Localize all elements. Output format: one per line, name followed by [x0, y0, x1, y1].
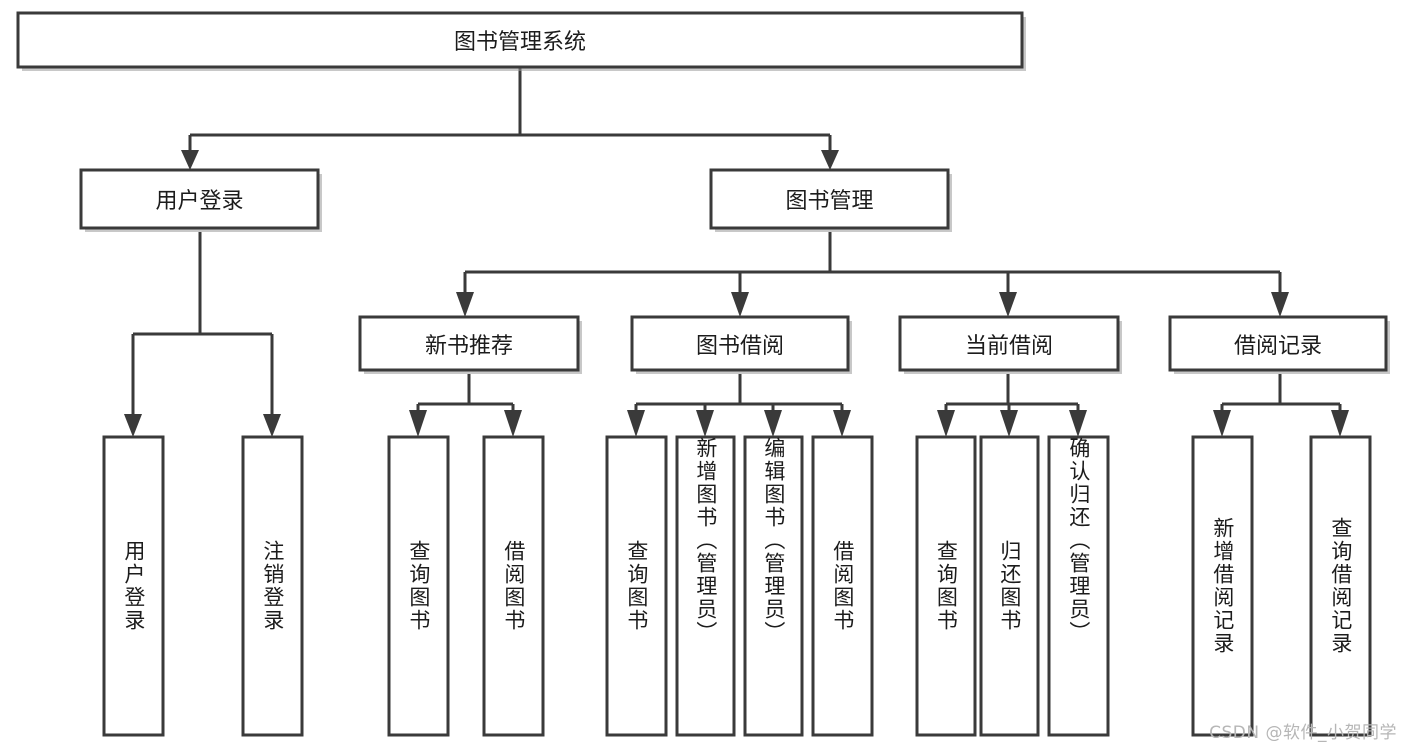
node-box-leaf-add-record[interactable] [1191, 435, 1254, 737]
node-box-leaf-confirm-return[interactable] [1047, 435, 1110, 737]
node-box-book-borrow[interactable] [630, 315, 850, 372]
node-box-new-book-recommend[interactable] [358, 315, 580, 372]
node-box-leaf-user-login[interactable] [102, 435, 165, 737]
arrow-to-borrow-record [1271, 292, 1289, 317]
arrow-to-leaf-query-book-2 [627, 410, 645, 437]
arrow-to-leaf-add-record [1213, 410, 1231, 437]
node-box-leaf-query-record[interactable] [1309, 435, 1372, 737]
node-box-leaf-query-book-3[interactable] [915, 435, 977, 737]
node-box-book-manage[interactable] [709, 168, 950, 230]
node-box-leaf-query-book-1[interactable] [387, 435, 450, 737]
arrow-to-leaf-user-login [124, 414, 142, 437]
arrow-to-leaf-query-book-3 [937, 410, 955, 437]
arrow-to-leaf-query-record [1331, 410, 1349, 437]
arrow-to-leaf-confirm-return [1069, 410, 1087, 437]
arrow-to-leaf-query-book-1 [409, 410, 427, 437]
node-box-leaf-user-logout[interactable] [241, 435, 304, 737]
node-box-leaf-edit-book[interactable] [743, 435, 804, 737]
arrow-to-leaf-edit-book [764, 410, 782, 437]
arrow-to-new-book-recommend [456, 292, 474, 317]
node-box-user-login[interactable] [79, 168, 320, 230]
arrow-to-user-login [181, 150, 199, 170]
node-box-leaf-borrow-book-2[interactable] [811, 435, 874, 737]
arrow-to-current-borrow [999, 292, 1017, 317]
arrow-to-leaf-add-book [696, 410, 714, 437]
node-box-leaf-query-book-2[interactable] [605, 435, 668, 737]
node-box-leaf-borrow-book-1[interactable] [482, 435, 545, 737]
arrow-to-leaf-borrow-book-2 [833, 410, 851, 437]
node-box-root[interactable] [16, 11, 1024, 69]
arrow-to-book-manage [821, 150, 839, 170]
node-box-current-borrow[interactable] [898, 315, 1120, 372]
node-box-leaf-add-book[interactable] [675, 435, 736, 737]
node-box-borrow-record[interactable] [1168, 315, 1388, 372]
arrow-to-leaf-borrow-book-1 [504, 410, 522, 437]
node-box-leaf-return-book[interactable] [979, 435, 1040, 737]
arrow-to-leaf-user-logout [263, 414, 281, 437]
arrow-to-book-borrow [731, 292, 749, 317]
connector-layer [124, 67, 1349, 437]
arrow-to-leaf-return-book [1000, 410, 1018, 437]
node-layer [16, 11, 1390, 737]
